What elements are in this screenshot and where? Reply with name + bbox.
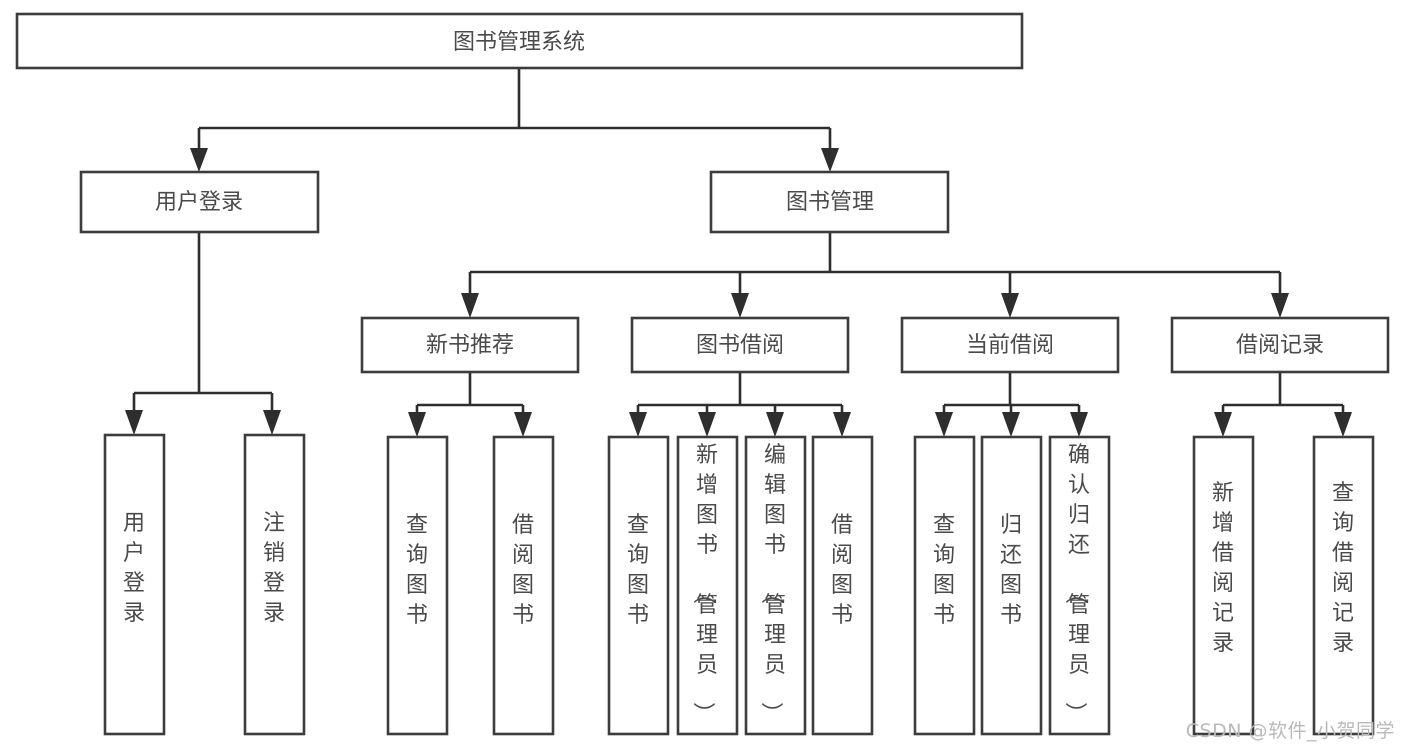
node-root-label: 图书管理系统 <box>453 30 585 55</box>
node-leaf-newbook-query[interactable]: 查询图书 <box>386 435 449 736</box>
node-borrow-record-label: 借阅记录 <box>1236 333 1324 358</box>
arrow-head-leaf-new-book-1 <box>408 412 426 437</box>
connector-group-book-borrow <box>629 372 851 437</box>
arrow-head-leaf-book-borrow-4 <box>833 412 851 437</box>
node-current-borrow-label: 当前借阅 <box>966 333 1054 358</box>
arrow-head-leaf-book-borrow-3 <box>766 412 784 437</box>
arrow-head-leaf-new-book-2 <box>514 412 532 437</box>
arrow-head-leaf-user-login-1 <box>125 410 143 435</box>
node-root[interactable]: 图书管理系统 <box>15 12 1024 70</box>
connector-group-user-login <box>125 232 281 435</box>
node-book-manage[interactable]: 图书管理 <box>709 170 950 234</box>
node-leaf-current-query[interactable]: 查询图书 <box>913 435 976 736</box>
node-leaf-current-query-box[interactable] <box>913 435 976 736</box>
connector-group-root <box>190 68 839 172</box>
node-leaf-user-logout-label: 注销登录 <box>263 511 285 626</box>
node-leaf-current-confirm-box[interactable] <box>1048 435 1111 736</box>
node-leaf-record-add-label: 新增借阅记录 <box>1212 481 1234 656</box>
node-borrow-record-box[interactable] <box>1170 316 1390 374</box>
node-user-login-box[interactable] <box>79 170 320 234</box>
arrow-head-leaf-current-borrow-2 <box>1002 412 1020 437</box>
node-leaf-newbook-query-label: 查询图书 <box>406 513 428 628</box>
arrow-head-leaf-book-borrow-1 <box>629 412 647 437</box>
node-leaf-record-add[interactable]: 新增借阅记录 <box>1192 435 1255 736</box>
node-leaf-current-return[interactable]: 归还图书 <box>980 435 1043 736</box>
node-leaf-borrow-query-box[interactable] <box>607 435 670 736</box>
arrow-head-book-borrow <box>731 293 749 318</box>
arrow-head-leaf-user-login-2 <box>263 410 281 435</box>
node-leaf-borrow-add[interactable]: 新增图书（管理员） <box>676 435 739 736</box>
node-leaf-newbook-borrow-box[interactable] <box>492 435 555 736</box>
connector-group-borrow-record <box>1214 372 1352 437</box>
arrow-head-leaf-current-borrow-3 <box>1070 412 1088 437</box>
node-leaf-borrow-book-label: 借阅图书 <box>831 513 853 628</box>
node-borrow-record[interactable]: 借阅记录 <box>1170 316 1390 374</box>
node-current-borrow[interactable]: 当前借阅 <box>900 316 1120 374</box>
connector-group-current-borrow <box>935 372 1088 437</box>
node-leaf-borrow-book-box[interactable] <box>811 435 874 736</box>
csdn-watermark: CSDN @软件_小贺同学 <box>1185 720 1395 742</box>
arrow-head-new-book-recommend <box>461 293 479 318</box>
node-leaf-borrow-add-label: 新增图书（管理员） <box>690 443 718 724</box>
node-leaf-user-login-box[interactable] <box>103 433 166 736</box>
arrow-head-leaf-borrow-record-1 <box>1214 412 1232 437</box>
node-leaf-current-return-box[interactable] <box>980 435 1043 736</box>
arrow-head-leaf-current-borrow-1 <box>935 412 953 437</box>
node-leaf-user-logout-box[interactable] <box>243 433 306 736</box>
node-leaf-newbook-query-box[interactable] <box>386 435 449 736</box>
node-book-manage-box[interactable] <box>709 170 950 234</box>
node-book-borrow[interactable]: 图书借阅 <box>630 316 850 374</box>
node-leaf-record-query-box[interactable] <box>1312 435 1375 736</box>
node-leaf-borrow-edit-box[interactable] <box>744 435 807 736</box>
node-leaf-record-query-label: 查询借阅记录 <box>1332 481 1354 656</box>
arrow-head-leaf-borrow-record-2 <box>1334 412 1352 437</box>
node-leaf-borrow-book[interactable]: 借阅图书 <box>811 435 874 736</box>
node-leaf-current-confirm-label: 确认归还（管理员） <box>1062 443 1090 724</box>
node-leaf-newbook-borrow[interactable]: 借阅图书 <box>492 435 555 736</box>
arrow-head-borrow-record <box>1271 293 1289 318</box>
node-current-borrow-box[interactable] <box>900 316 1120 374</box>
connector-group-book-manage <box>461 232 1289 318</box>
node-root-box[interactable] <box>15 12 1024 70</box>
arrow-head-book-manage <box>821 148 839 172</box>
node-new-book-recommend[interactable]: 新书推荐 <box>360 316 580 374</box>
node-book-manage-label: 图书管理 <box>786 190 874 215</box>
node-user-login[interactable]: 用户登录 <box>79 170 320 234</box>
arrow-head-leaf-book-borrow-2 <box>698 412 716 437</box>
node-leaf-newbook-borrow-label: 借阅图书 <box>512 513 534 628</box>
node-leaf-borrow-query[interactable]: 查询图书 <box>607 435 670 736</box>
node-user-login-label: 用户登录 <box>155 190 243 215</box>
node-leaf-current-query-label: 查询图书 <box>933 513 955 628</box>
node-leaf-borrow-edit-label: 编辑图书（管理员） <box>758 443 786 724</box>
node-leaf-user-login-label: 用户登录 <box>123 511 145 626</box>
node-leaf-user-logout[interactable]: 注销登录 <box>243 433 306 736</box>
node-new-book-recommend-box[interactable] <box>360 316 580 374</box>
node-leaf-borrow-query-label: 查询图书 <box>627 513 649 628</box>
node-leaf-borrow-add-box[interactable] <box>676 435 739 736</box>
node-book-borrow-label: 图书借阅 <box>696 333 784 358</box>
node-leaf-record-add-box[interactable] <box>1192 435 1255 736</box>
node-leaf-current-return-label: 归还图书 <box>1000 513 1022 628</box>
arrow-head-current-borrow <box>1001 293 1019 318</box>
node-leaf-record-query[interactable]: 查询借阅记录 <box>1312 435 1375 736</box>
node-leaf-borrow-edit[interactable]: 编辑图书（管理员） <box>744 435 807 736</box>
arrow-head-user-login <box>190 148 208 172</box>
node-book-borrow-box[interactable] <box>630 316 850 374</box>
connector-group-new-book-recommend <box>408 372 532 437</box>
node-leaf-user-login[interactable]: 用户登录 <box>103 433 166 736</box>
node-new-book-recommend-label: 新书推荐 <box>426 333 514 358</box>
node-leaf-current-confirm[interactable]: 确认归还（管理员） <box>1048 435 1111 736</box>
